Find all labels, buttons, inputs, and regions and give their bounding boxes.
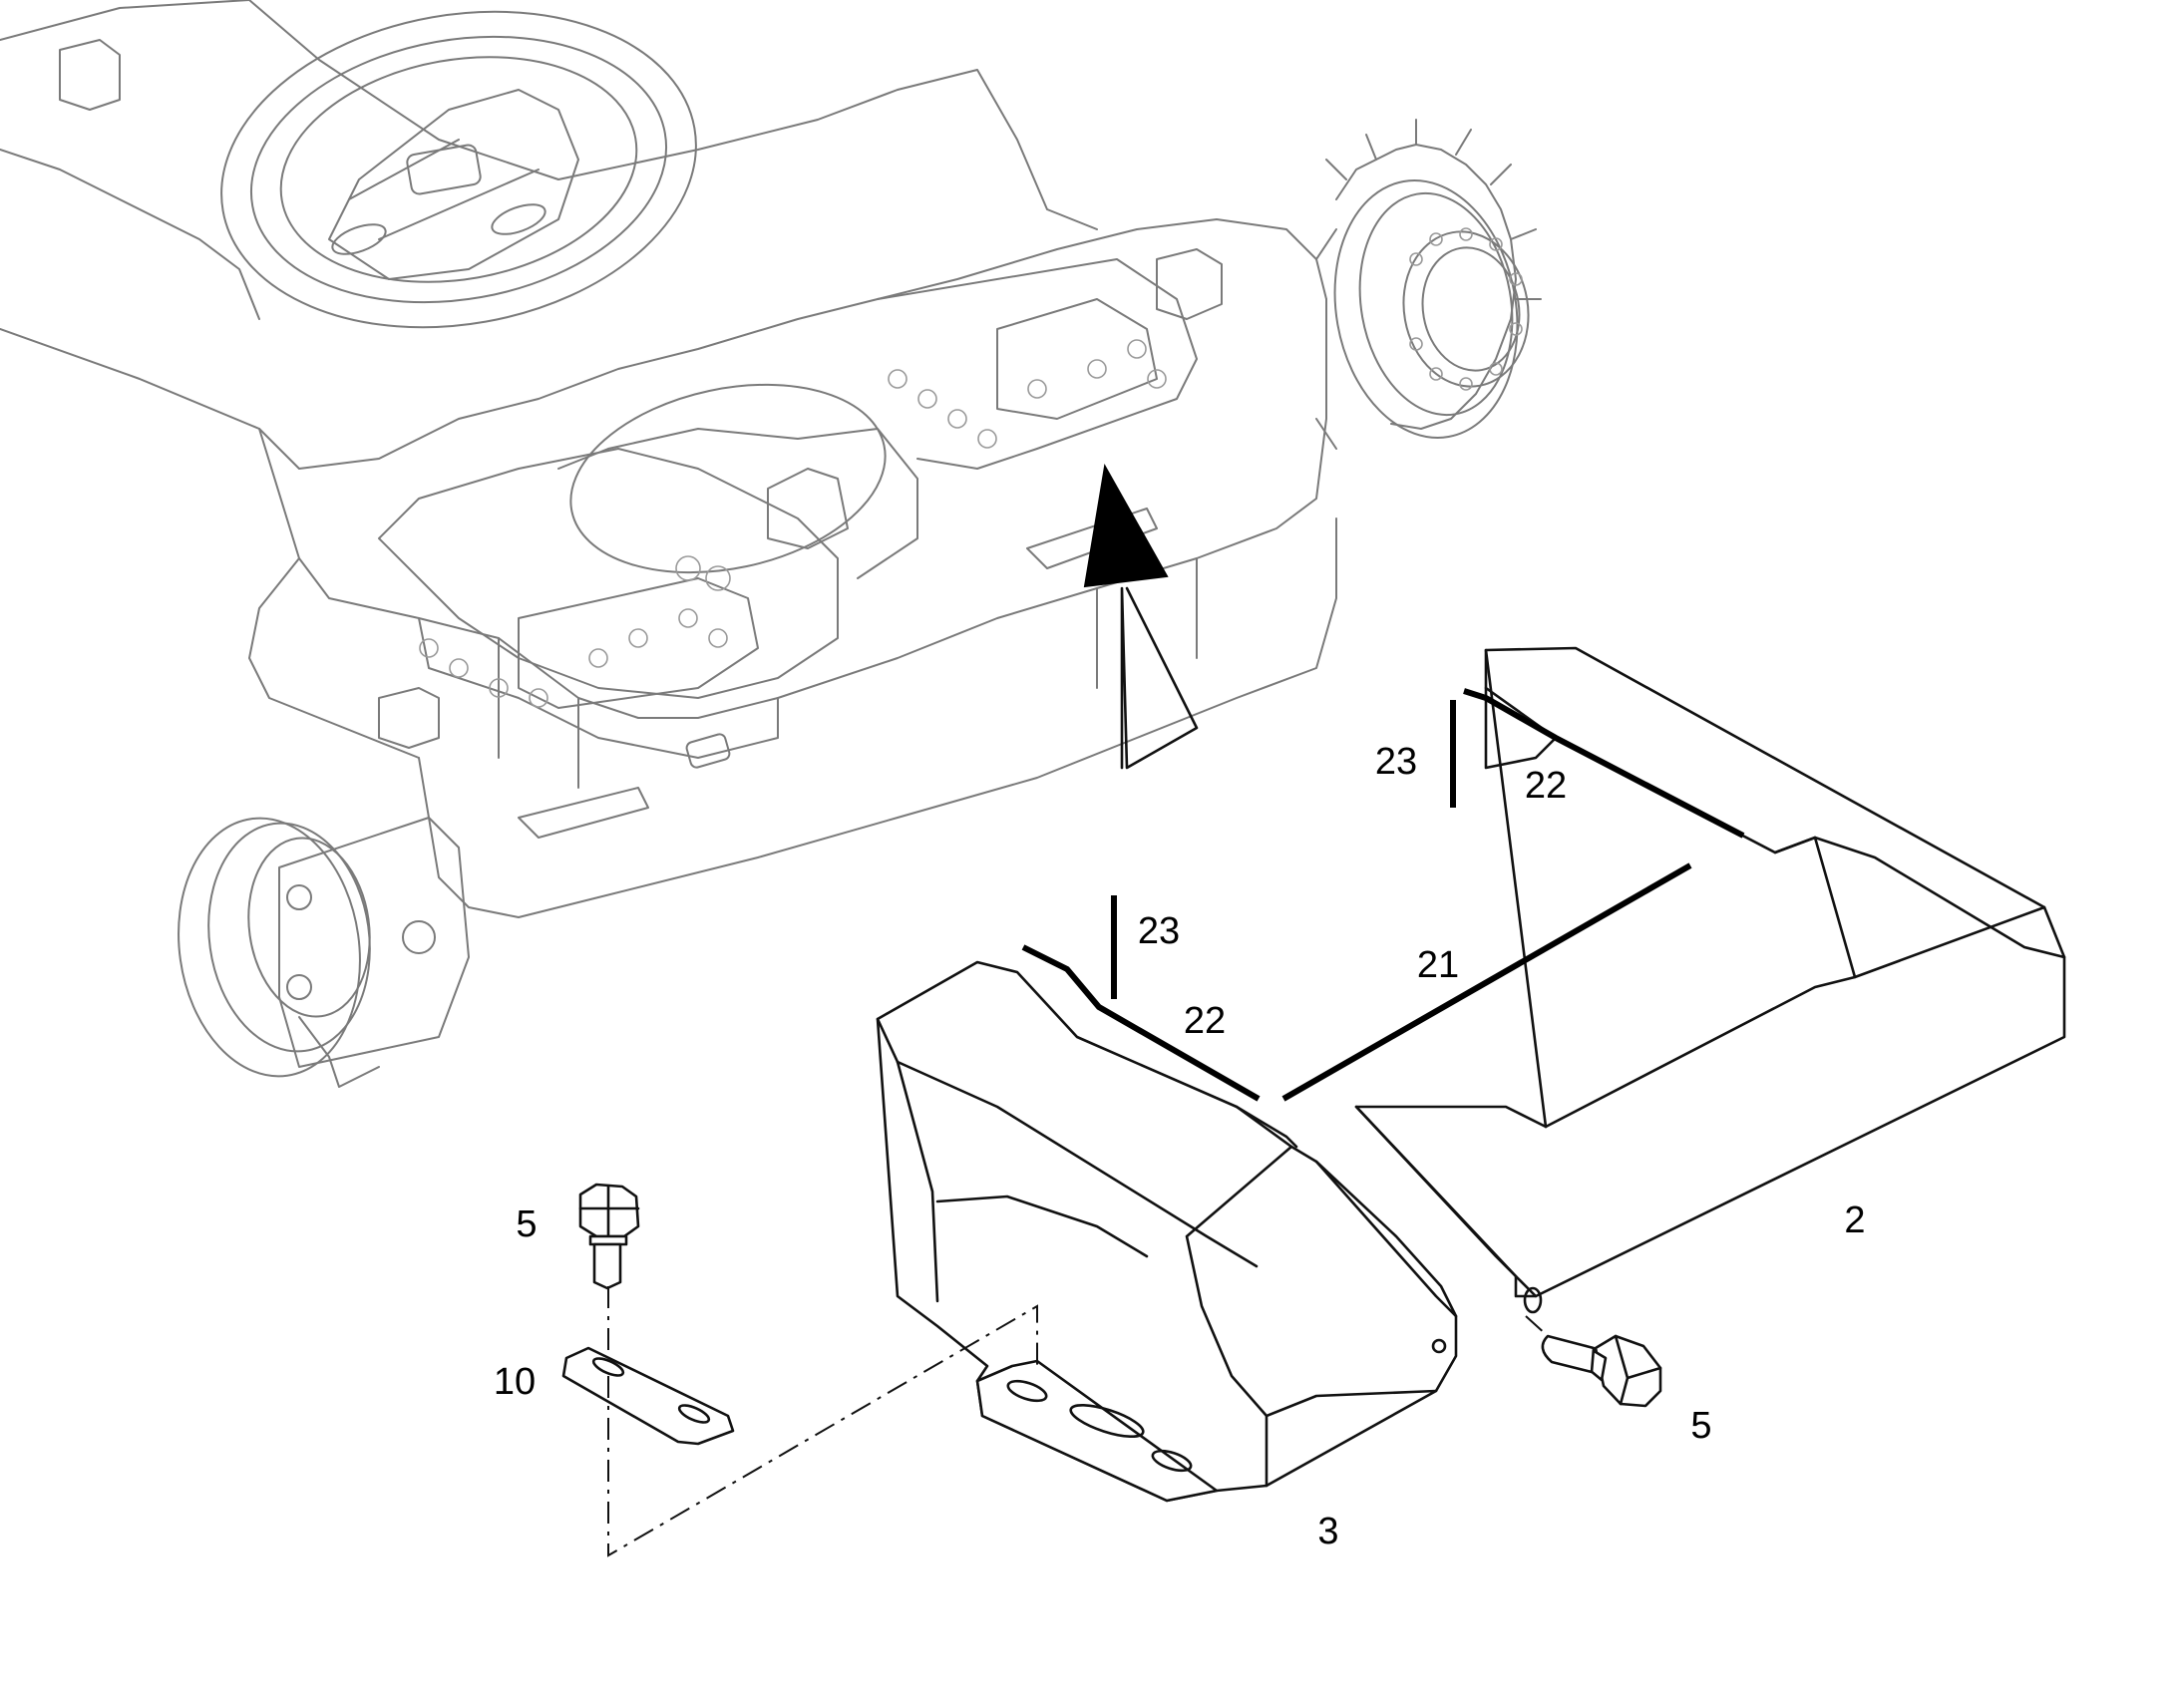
seal-21 xyxy=(1281,862,1692,1102)
callout-3: 3 xyxy=(1317,1511,1338,1552)
motor-bolts xyxy=(1409,227,1523,391)
assembly-centerlines xyxy=(607,1286,1549,1557)
swing-bearing-ring xyxy=(220,10,697,329)
seal-strips xyxy=(1021,688,1745,1102)
travel-motor-sprocket xyxy=(1315,119,1542,450)
callout-labels: 2 3 5 5 10 21 22 22 23 23 xyxy=(494,741,1866,1552)
callout-10: 10 xyxy=(494,1361,536,1403)
undercarriage-frame xyxy=(0,0,1337,918)
bolt-5-right xyxy=(1541,1334,1662,1408)
front-idler xyxy=(178,817,470,1088)
callout-5-left: 5 xyxy=(516,1203,537,1245)
callout-22-right: 22 xyxy=(1525,765,1567,807)
cover-part-3 xyxy=(876,960,1458,1503)
callout-5-right: 5 xyxy=(1690,1405,1711,1447)
seal-22-left xyxy=(1021,944,1261,1102)
bolt-5-left xyxy=(578,1183,640,1290)
seal-22-right xyxy=(1463,688,1745,839)
callout-23-left: 23 xyxy=(1138,910,1180,952)
callout-22-left: 22 xyxy=(1184,1000,1226,1042)
callout-21: 21 xyxy=(1417,944,1459,986)
frame-bolts xyxy=(419,339,1167,708)
callout-23-right: 23 xyxy=(1375,741,1417,783)
plate-10 xyxy=(561,1346,735,1446)
assembly-direction-arrow xyxy=(1083,464,1199,770)
cover-part-2 xyxy=(1354,646,2066,1314)
callout-2: 2 xyxy=(1844,1199,1865,1241)
